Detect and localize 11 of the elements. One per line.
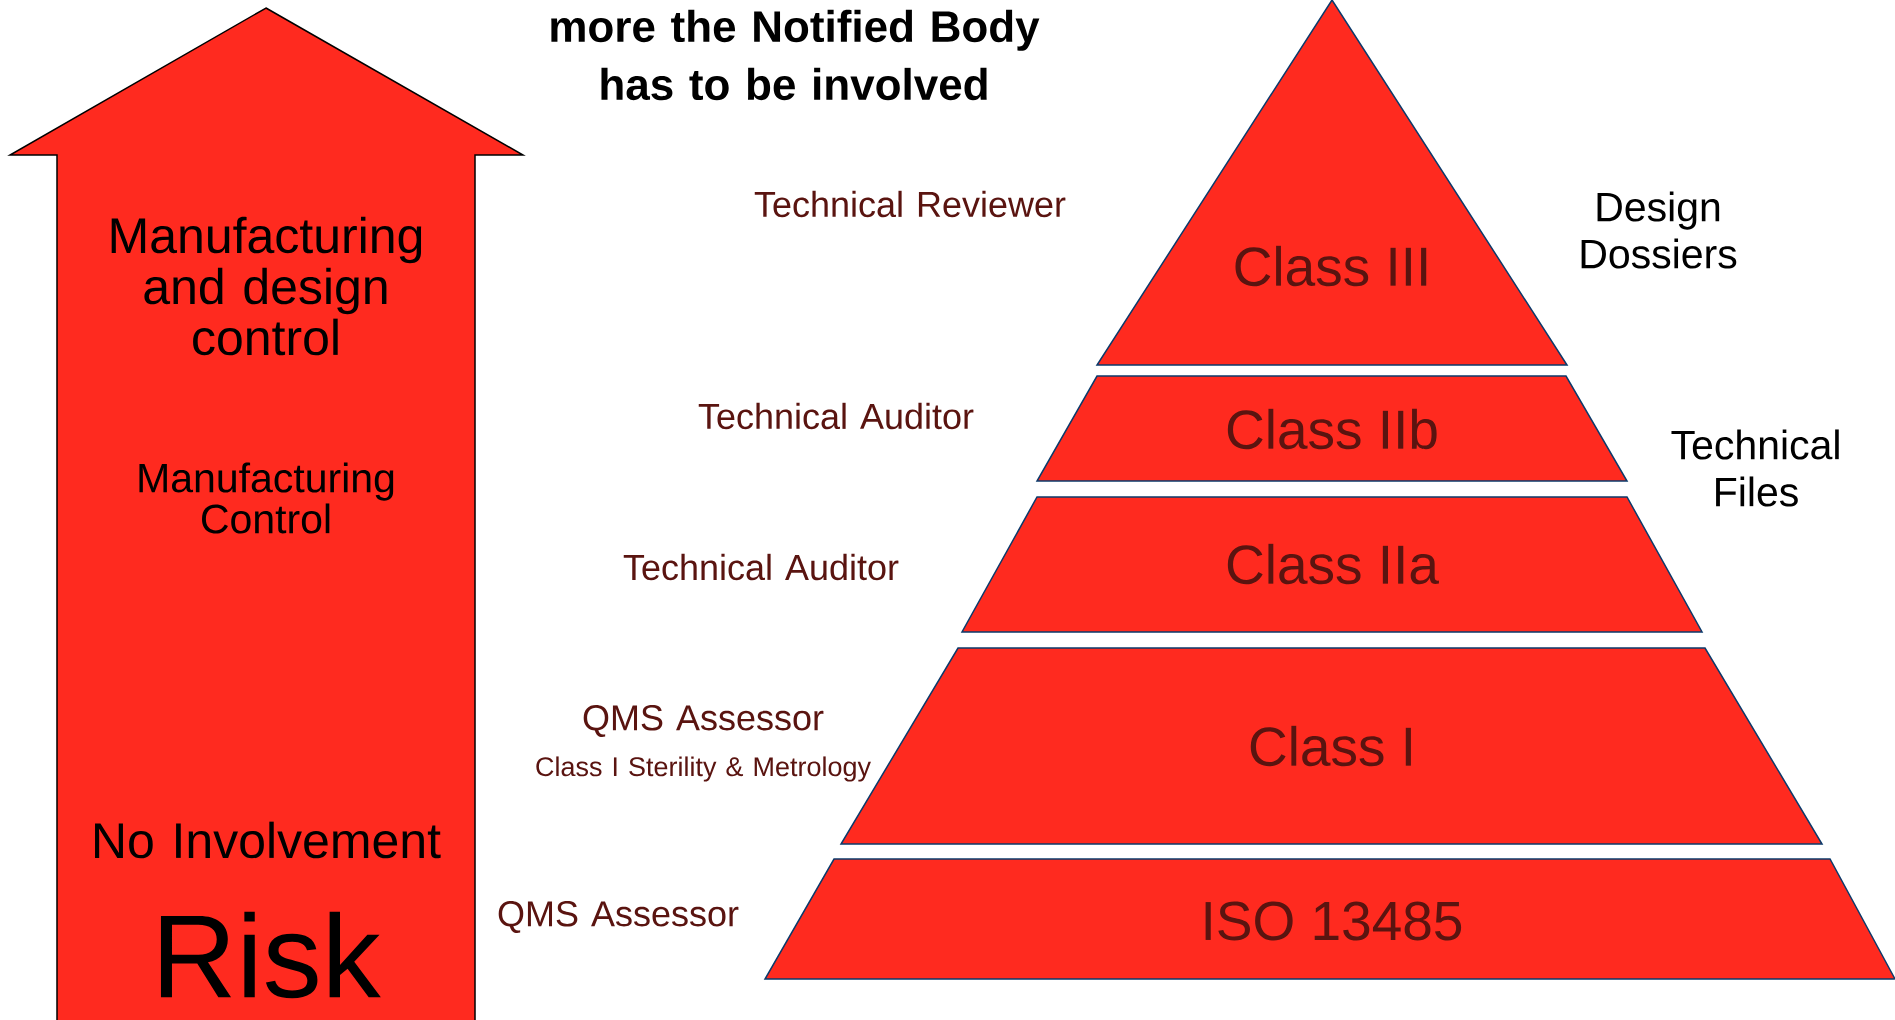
side-label: Class I Sterility & Metrology (536, 756, 871, 782)
side-label: Technical Auditor (698, 402, 974, 430)
arrow-text: Manufacturing and design control (111, 216, 422, 356)
side-label: Technical Auditor (623, 553, 899, 581)
side-label: Design Dossiers (1581, 191, 1737, 269)
side-label: QMS Assessor (498, 901, 739, 933)
side-label: QMS Assessor (583, 705, 824, 737)
title: more the Notified Body has to be involved (551, 9, 1040, 101)
arrow-text: Manufacturing Control (139, 462, 394, 534)
arrow-text: Risk (160, 911, 381, 999)
arrow-text: No Involvement (95, 821, 441, 859)
